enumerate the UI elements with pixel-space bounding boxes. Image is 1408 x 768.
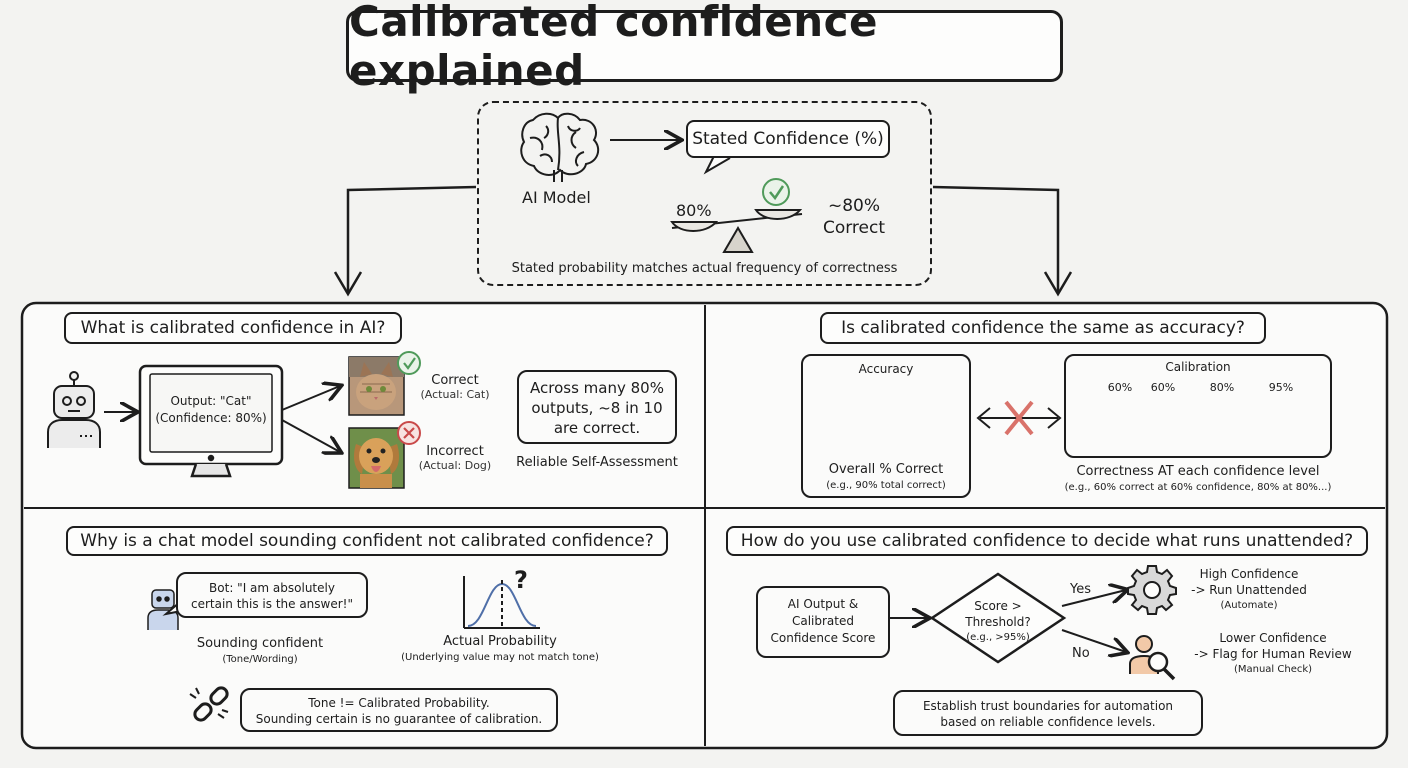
q1-heading: What is calibrated confidence in AI?	[80, 318, 386, 338]
high-line-2: -> Run Unattended	[1191, 583, 1307, 597]
level-60-b: 60%	[1150, 381, 1176, 394]
page-title: Calibrated confidence explained	[349, 0, 878, 95]
correct-label-group: Correct (Actual: Cat)	[410, 373, 500, 401]
note-line-2: Sounding certain is no guarantee of cali…	[255, 712, 543, 726]
level-60-a: 60%	[1107, 381, 1133, 394]
decision-diamond	[929, 572, 1067, 664]
question-mark: ?	[514, 566, 528, 594]
sounding-sublabel: (Tone/Wording)	[222, 654, 298, 665]
human-review-icon	[1129, 635, 1176, 681]
gear-icon	[1127, 565, 1177, 615]
input-line-1: AI Output &	[787, 597, 859, 611]
yes-label: Yes	[1070, 582, 1091, 597]
decision-line-1: Score >	[974, 599, 1022, 613]
q4-heading-box: How do you use calibrated confidence to …	[726, 526, 1368, 556]
scale-right-group: ~80% Correct	[818, 195, 890, 239]
q4-footer-box: Establish trust boundaries for automatio…	[893, 690, 1203, 736]
q4-heading: How do you use calibrated confidence to …	[740, 531, 1354, 551]
q1-callout: Across many 80% outputs, ~8 in 10 are co…	[517, 370, 677, 444]
stated-confidence-text: Stated Confidence (%)	[692, 129, 884, 149]
connector-right	[932, 185, 1060, 292]
calibration-label: Calibration	[1165, 360, 1231, 374]
incorrect-x-icon	[397, 421, 421, 445]
decision-line-2: Threshold?	[965, 615, 1031, 629]
incorrect-sublabel: (Actual: Dog)	[418, 459, 492, 472]
broken-link-icon	[189, 686, 229, 722]
dog-image	[348, 427, 405, 489]
bot-speech-bubble: Bot: "I am absolutely certain this is th…	[176, 572, 368, 618]
calibration-caption: Correctness AT each confidence level	[1076, 464, 1320, 479]
low-confidence-group: Lower Confidence -> Flag for Human Revie…	[1186, 630, 1360, 678]
bubble-line-2: certain this is the answer!"	[190, 597, 354, 611]
decision-line-3: (e.g., >95%)	[966, 632, 1030, 643]
title-box: Calibrated confidence explained	[346, 0, 1063, 95]
correct-sublabel: (Actual: Cat)	[420, 388, 490, 401]
scale-left-value: 80%	[676, 201, 712, 220]
input-line-3: Confidence Score	[770, 631, 876, 645]
actual-probability-sublabel: (Underlying value may not match tone)	[401, 652, 599, 663]
decision-label: Score > Threshold? (e.g., >95%)	[948, 598, 1048, 646]
callout-line-1: Across many 80%	[530, 379, 664, 397]
note-line-1: Tone != Calibrated Probability.	[308, 696, 490, 710]
q2-heading: Is calibrated confidence the same as acc…	[841, 318, 1245, 338]
high-line-1: High Confidence	[1199, 567, 1299, 581]
correct-label: Correct	[431, 373, 479, 388]
cat-image	[348, 356, 405, 416]
accuracy-caption: Overall % Correct	[828, 462, 944, 477]
monitor-line-2: (Confidence: 80%)	[155, 411, 267, 425]
scale-right-value: ~80%	[827, 196, 881, 216]
high-sublabel: (Automate)	[1220, 600, 1278, 611]
bot-avatar-icon	[147, 589, 179, 630]
high-confidence-group: High Confidence -> Run Unattended (Autom…	[1176, 566, 1322, 614]
model-label: AI Model	[522, 188, 591, 207]
q1-heading-box: What is calibrated confidence in AI?	[64, 312, 402, 344]
robot-icon	[47, 371, 101, 448]
balance-scale-icon	[670, 209, 803, 253]
not-equal-icon	[976, 400, 1062, 436]
q1-footer: Reliable Self-Assessment	[516, 455, 678, 470]
accuracy-card	[801, 354, 971, 498]
accuracy-sublabel: (e.g., 90% total correct)	[826, 480, 946, 491]
concept-panel	[477, 101, 932, 286]
stated-confidence-bubble: Stated Confidence (%)	[686, 120, 890, 158]
incorrect-label-group: Incorrect (Actual: Dog)	[410, 444, 500, 472]
bell-curve-icon	[463, 576, 540, 629]
q3-heading: Why is a chat model sounding confident n…	[80, 531, 654, 551]
low-line-1: Lower Confidence	[1219, 631, 1327, 645]
sounding-label: Sounding confident	[196, 636, 324, 651]
concept-caption: Stated probability matches actual freque…	[511, 261, 898, 276]
low-line-2: -> Flag for Human Review	[1194, 647, 1352, 661]
calibration-sublabel: (e.g., 60% correct at 60% confidence, 80…	[1064, 482, 1332, 493]
q4-footer-line-1: Establish trust boundaries for automatio…	[922, 699, 1174, 713]
low-sublabel: (Manual Check)	[1233, 664, 1313, 675]
accuracy-label: Accuracy	[858, 362, 914, 376]
incorrect-label: Incorrect	[426, 444, 484, 459]
input-line-2: Calibrated	[791, 614, 854, 628]
monitor-output: Output: "Cat" (Confidence: 80%)	[150, 393, 272, 427]
q3-heading-box: Why is a chat model sounding confident n…	[66, 526, 668, 556]
connector-left	[346, 185, 477, 292]
actual-probability-label: Actual Probability	[443, 634, 557, 649]
correct-check-icon	[397, 351, 421, 375]
calibration-card	[1064, 354, 1332, 458]
callout-line-2: outputs, ~8 in 10	[531, 399, 663, 417]
callout-line-3: are correct.	[553, 419, 641, 437]
monitor-icon	[138, 364, 284, 478]
level-80: 80%	[1209, 381, 1235, 394]
scale-right-label: Correct	[822, 218, 886, 238]
input-box: AI Output & Calibrated Confidence Score	[756, 586, 890, 658]
speech-tail	[703, 155, 731, 175]
q2-heading-box: Is calibrated confidence the same as acc…	[820, 312, 1266, 344]
check-circle-icon	[762, 178, 790, 206]
bubble-line-1: Bot: "I am absolutely	[209, 581, 335, 595]
q4-footer-line-2: based on reliable confidence levels.	[940, 715, 1156, 729]
level-95: 95%	[1268, 381, 1294, 394]
brain-icon	[520, 112, 600, 182]
monitor-line-1: Output: "Cat"	[170, 394, 252, 408]
no-label: No	[1072, 646, 1090, 661]
q3-note: Tone != Calibrated Probability. Sounding…	[240, 688, 558, 732]
